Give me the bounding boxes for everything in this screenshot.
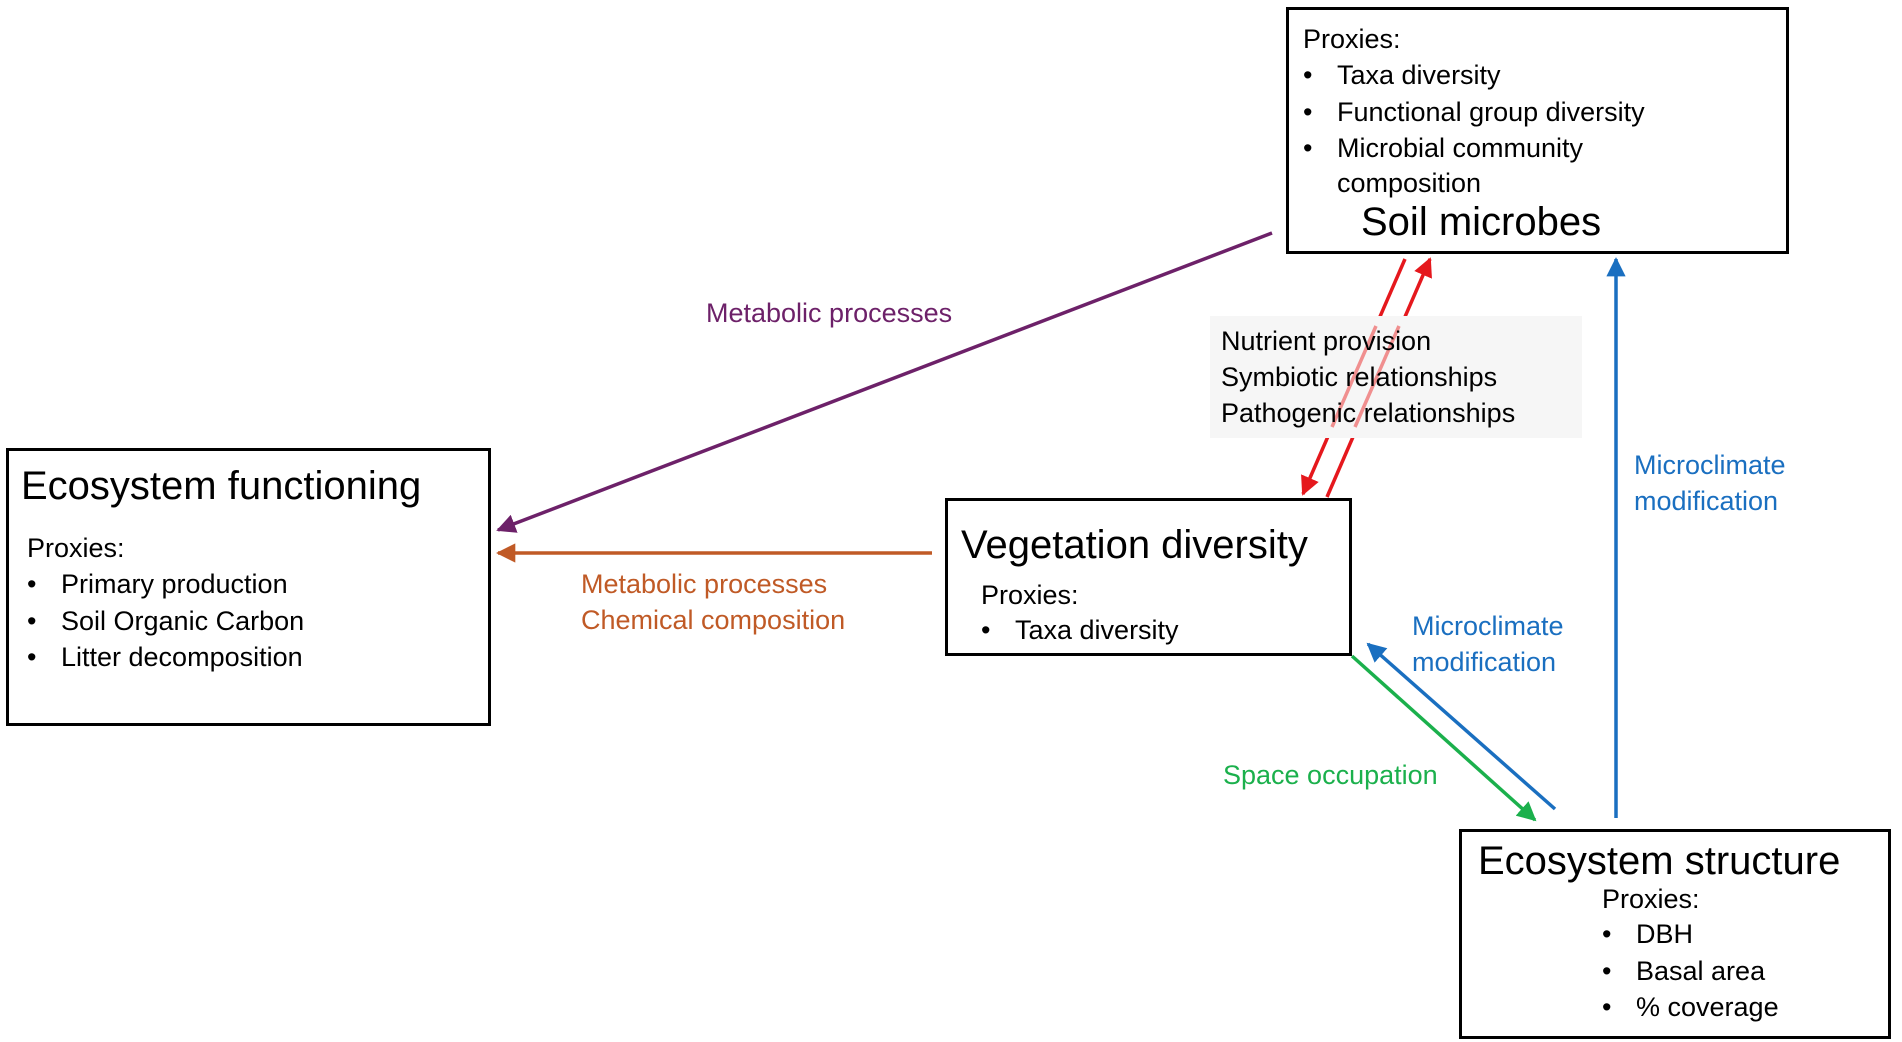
proxy-item: Primary production [27,566,304,603]
label-structure-to-microbes-2: modification [1634,486,1779,516]
proxy-item: Functional group diversity [1303,94,1645,131]
proxy-item: Basal area [1602,953,1779,990]
label-structure-to-vegetation-2: modification [1412,647,1557,677]
ecosystem-functioning-title: Ecosystem functioning [21,464,422,508]
proxy-item: Microbial community [1303,130,1645,167]
label-vegetation-to-functioning-2: Chemical composition [581,605,846,635]
soil-microbes-box: Proxies: Taxa diversity Functional group… [1286,7,1789,254]
soil-microbes-proxies-list: Taxa diversity Functional group diversit… [1303,57,1645,167]
arrow-vegetation-to-structure [1350,654,1537,822]
proxy-item: Soil Organic Carbon [27,603,304,640]
soil-microbes-title: Soil microbes [1361,200,1602,244]
label-microbes-vegetation-1: Nutrient provision [1221,326,1432,356]
proxy-item: Litter decomposition [27,639,304,676]
ecosystem-structure-proxies-label: Proxies: [1602,884,1700,914]
ecosystem-structure-box: Ecosystem structure Proxies: DBH Basal a… [1459,829,1891,1039]
proxy-item: Taxa diversity [1303,57,1645,94]
label-microbes-vegetation-3: Pathogenic relationships [1221,398,1516,428]
arrow-structure-to-vegetation [1366,642,1557,811]
vegetation-diversity-box: Vegetation diversity Proxies: Taxa diver… [945,498,1352,656]
label-vegetation-to-structure: Space occupation [1223,760,1438,790]
proxy-item: DBH [1602,916,1779,953]
vegetation-diversity-title: Vegetation diversity [961,523,1308,567]
label-structure-to-microbes-1: Microclimate [1634,450,1786,480]
soil-microbes-proxies-label: Proxies: [1303,24,1401,54]
ecosystem-functioning-box: Ecosystem functioning Proxies: Primary p… [6,448,491,726]
ecosystem-functioning-proxies-label: Proxies: [27,533,125,563]
ecosystem-structure-proxies-list: DBH Basal area % coverage [1602,916,1779,1026]
vegetation-diversity-proxies-list: Taxa diversity [981,612,1179,649]
arrow-microbes-to-functioning [496,231,1273,533]
label-vegetation-to-functioning-1: Metabolic processes [581,569,828,599]
proxy-item-continuation: composition [1337,168,1482,198]
label-microbes-vegetation-2: Symbiotic relationships [1221,362,1498,392]
ecosystem-functioning-proxies-list: Primary production Soil Organic Carbon L… [27,566,304,676]
vegetation-diversity-proxies-label: Proxies: [981,580,1079,610]
label-microbes-to-functioning: Metabolic processes [706,298,953,328]
ecosystem-structure-title: Ecosystem structure [1478,839,1841,883]
proxy-item: Taxa diversity [981,612,1179,649]
label-structure-to-vegetation-1: Microclimate [1412,611,1564,641]
proxy-item: % coverage [1602,989,1779,1026]
